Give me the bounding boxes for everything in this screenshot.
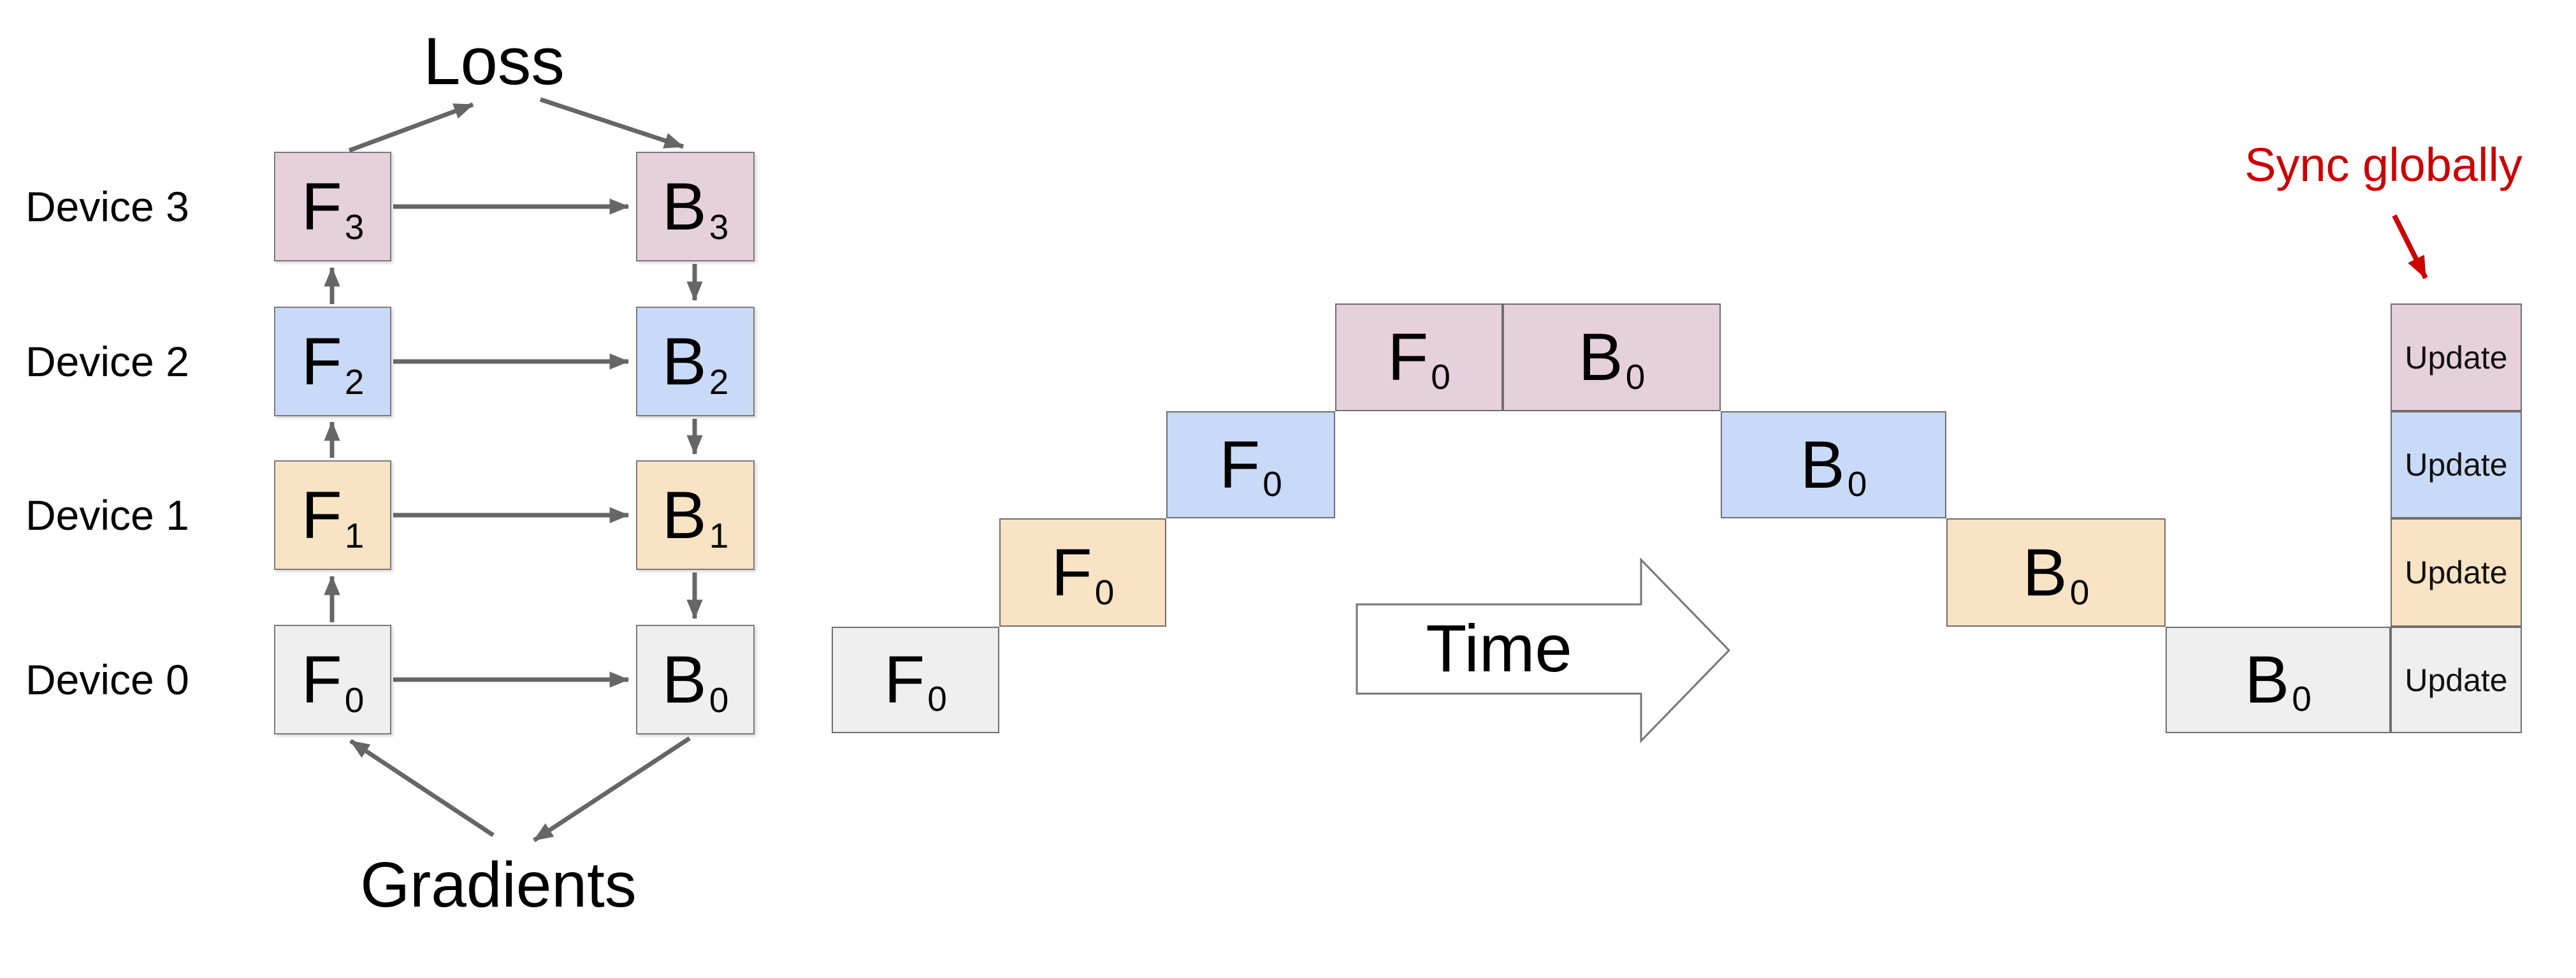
block-letter: B	[1800, 427, 1845, 502]
block-subscript: 0	[1625, 357, 1646, 397]
device-label-3: Device 3	[25, 183, 189, 230]
update-pink: Update	[2391, 303, 2522, 411]
time-arrow-label: Time	[1426, 611, 1572, 686]
block-subscript: 3	[709, 207, 729, 247]
block-subscript: 1	[709, 516, 729, 555]
block-letter: F	[301, 324, 342, 399]
block-letter: F	[301, 478, 342, 553]
update-orange: Update	[2391, 518, 2522, 627]
block-letter: B	[662, 169, 707, 244]
device-label-1: Device 1	[25, 492, 189, 539]
block-subscript: 0	[927, 679, 947, 719]
block-subscript: 0	[2069, 573, 2090, 612]
loss-label: Loss	[423, 24, 565, 99]
block-subscript: 0	[1094, 573, 1115, 612]
block-letter: F	[884, 643, 925, 717]
update-blue: Update	[2391, 411, 2522, 518]
arrow-b0-to-gradients	[533, 736, 691, 842]
block-subscript: 0	[344, 680, 365, 720]
block-subscript: 2	[344, 362, 365, 402]
block-letter: F	[1051, 535, 1092, 610]
update-gray: Update	[2391, 627, 2522, 733]
block-letter: F	[1387, 320, 1429, 395]
block-subscript: 0	[2292, 679, 2312, 719]
sync-arrow	[2392, 214, 2428, 279]
block-subscript: 3	[344, 207, 365, 247]
block-letter: B	[662, 478, 707, 553]
block-letter: F	[301, 642, 342, 717]
block-letter: B	[2022, 535, 2067, 610]
arrow-f3-to-loss	[348, 102, 474, 153]
block-letter: B	[662, 324, 707, 399]
gradients-label: Gradients	[360, 849, 637, 921]
sync-globally-label: Sync globally	[2244, 138, 2522, 191]
block-subscript: 0	[709, 680, 729, 720]
block-letter: F	[301, 169, 342, 244]
block-subscript: 0	[1263, 464, 1282, 504]
block-letter: B	[1578, 320, 1623, 395]
block-letter: B	[2245, 643, 2290, 717]
block-subscript: 0	[1431, 357, 1451, 397]
block-subscript: 0	[1847, 464, 1867, 504]
arrow-loss-to-b3	[539, 97, 684, 149]
arrow-gradients-to-f0	[349, 739, 495, 837]
block-letter: B	[662, 642, 707, 717]
device-label-0: Device 0	[25, 656, 189, 703]
block-subscript: 2	[709, 362, 729, 402]
device-label-2: Device 2	[25, 338, 189, 385]
block-letter: F	[1219, 427, 1261, 502]
block-subscript: 1	[344, 516, 365, 555]
